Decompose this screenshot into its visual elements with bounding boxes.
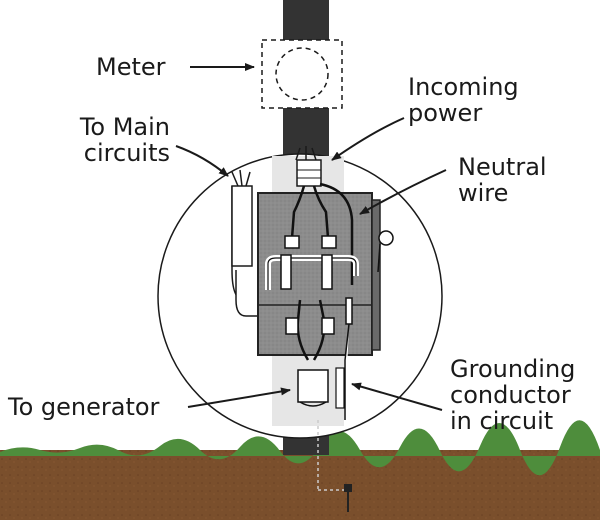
label-neutral-line2: wire xyxy=(458,179,509,207)
terminal-blocks-upper xyxy=(284,235,337,249)
generator-connector xyxy=(297,369,329,403)
generator-arrow xyxy=(187,387,291,408)
label-incoming-line1: Incoming xyxy=(408,73,519,101)
main-circuits-arrow xyxy=(175,145,229,177)
meter-dial xyxy=(275,47,329,101)
incoming-connector xyxy=(296,159,322,187)
label-grounding-conductor: Grounding conductor in circuit xyxy=(450,356,575,434)
incoming-wires xyxy=(295,146,317,161)
grass-line xyxy=(0,420,600,476)
label-neutral-wire: Neutral wire xyxy=(458,154,547,206)
incoming-power-arrow xyxy=(331,117,405,161)
label-to-generator: To generator xyxy=(8,393,160,421)
label-grounding-line1: Grounding xyxy=(450,355,576,383)
label-to-main-line1: To Main xyxy=(79,113,170,141)
neutral-wire-arrow xyxy=(359,169,447,215)
grounding-arrow xyxy=(351,382,443,411)
grounding-wire xyxy=(344,297,353,420)
label-to-main-line2: circuits xyxy=(83,139,170,167)
label-neutral-line1: Neutral xyxy=(458,153,547,181)
label-to-main-circuits: To Main circuits xyxy=(60,114,170,166)
label-meter: Meter xyxy=(96,53,166,81)
label-incoming-power: Incoming power xyxy=(408,74,519,126)
label-grounding-line3: in circuit xyxy=(450,407,554,435)
terminal-blocks-lower xyxy=(285,317,335,335)
label-grounding-line2: conductor xyxy=(450,381,571,409)
neutral-lug xyxy=(377,230,394,273)
meter-box xyxy=(261,39,343,109)
label-incoming-line2: power xyxy=(408,99,483,127)
